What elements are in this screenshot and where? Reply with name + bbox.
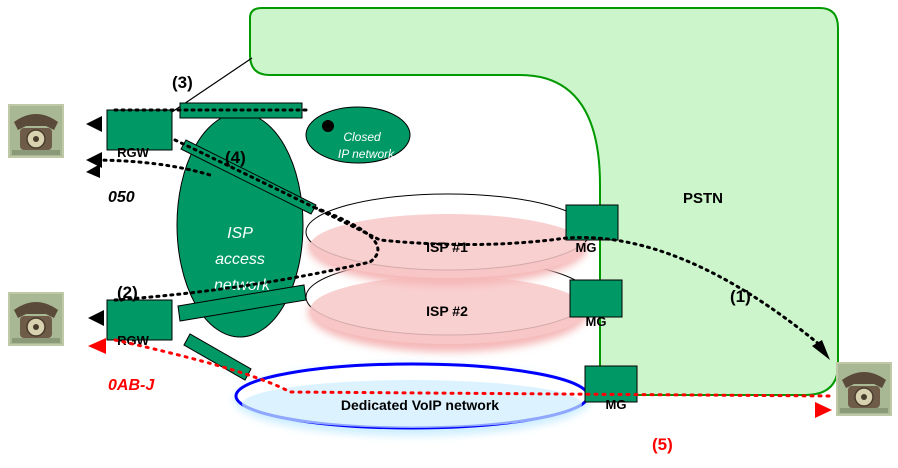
step-1-label: (1) bbox=[730, 287, 751, 306]
telephone-icon-top-left bbox=[7, 103, 65, 159]
step-2-label: (2) bbox=[117, 283, 138, 302]
rgw-bottom-box bbox=[106, 299, 173, 341]
isp1-label: ISP #1 bbox=[426, 239, 468, 255]
telephone-icon-right bbox=[835, 361, 893, 417]
step-4-label: (4) bbox=[225, 148, 246, 167]
telephone-icon-bottom-left bbox=[7, 291, 65, 347]
mg3-label: MG bbox=[606, 397, 627, 412]
arrow-050-icon bbox=[86, 152, 102, 168]
closed-label-line2: IP network bbox=[338, 147, 395, 161]
pstn-label: PSTN bbox=[683, 190, 723, 207]
arrow-right-black-icon bbox=[812, 340, 830, 360]
mg1-box bbox=[565, 204, 619, 241]
rgw-bottom-label: RGW bbox=[117, 333, 150, 348]
number-050: 050 bbox=[108, 189, 135, 206]
arrow-top-left-icon bbox=[86, 116, 102, 132]
isp-access-label-line1: ISP bbox=[227, 225, 253, 242]
arrow-red-left-icon bbox=[88, 338, 106, 354]
step-3-label: (3) bbox=[172, 73, 193, 92]
call-path-red bbox=[113, 338, 832, 398]
mg2-box bbox=[569, 279, 623, 318]
rgw-top-box bbox=[106, 109, 173, 151]
arrow-red-right-icon bbox=[815, 402, 832, 418]
closed-ip-network bbox=[305, 106, 411, 164]
closed-label-line1: Closed bbox=[343, 130, 381, 144]
mg2-label: MG bbox=[586, 314, 607, 329]
mg1-label: MG bbox=[576, 240, 597, 255]
arrow-050b-icon bbox=[86, 164, 100, 178]
number-0abj: 0AB-J bbox=[108, 377, 155, 394]
arrow-bottom-left-icon bbox=[88, 310, 104, 326]
rgw-top-label: RGW bbox=[117, 145, 150, 160]
closed-network-dot-icon bbox=[322, 120, 334, 132]
step-5-label: (5) bbox=[652, 435, 673, 454]
call-paths-black bbox=[88, 108, 822, 347]
isp2-label: ISP #2 bbox=[426, 303, 468, 319]
link-middle-slanted bbox=[177, 284, 307, 322]
isp-access-label-line2: access bbox=[215, 251, 265, 268]
dedicated-label: Dedicated VoIP network bbox=[341, 397, 499, 413]
